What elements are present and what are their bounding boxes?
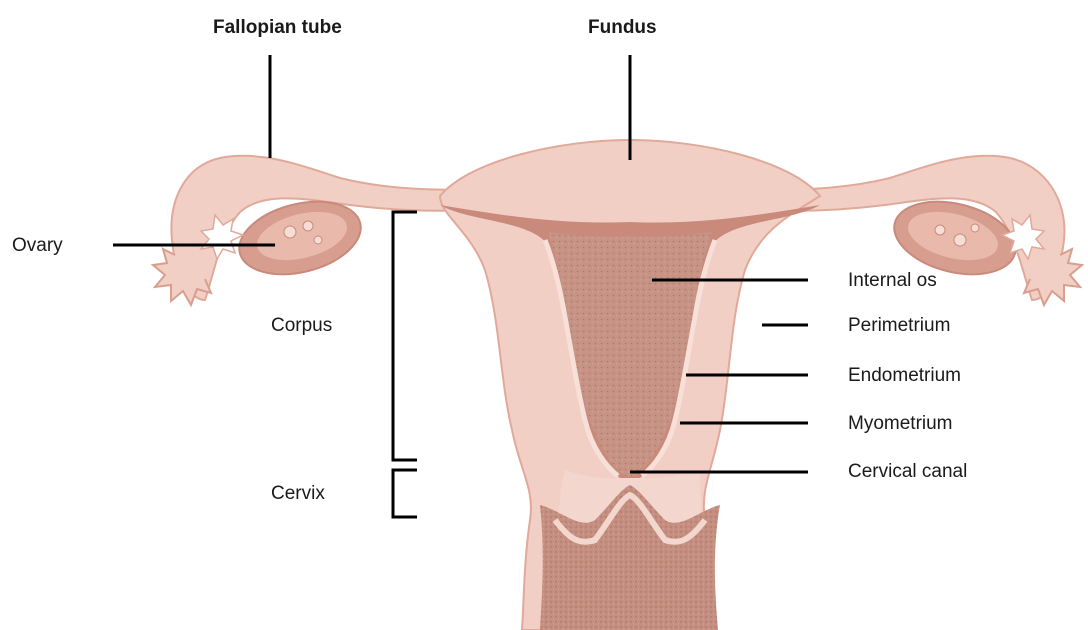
fallopian-tube-label: Fallopian tube — [213, 18, 342, 37]
internal-os-label: Internal os — [848, 271, 937, 290]
perimetrium-label: Perimetrium — [848, 316, 950, 335]
corpus-label: Corpus — [271, 316, 332, 335]
myometrium-label: Myometrium — [848, 414, 953, 433]
cervix-bracket — [393, 470, 417, 517]
corpus-bracket — [393, 212, 417, 460]
cervix-label: Cervix — [271, 484, 325, 503]
fundus-label: Fundus — [588, 18, 657, 37]
endometrium-label: Endometrium — [848, 366, 961, 385]
ovary-label: Ovary — [12, 236, 63, 255]
cervical-canal-label: Cervical canal — [848, 462, 967, 481]
